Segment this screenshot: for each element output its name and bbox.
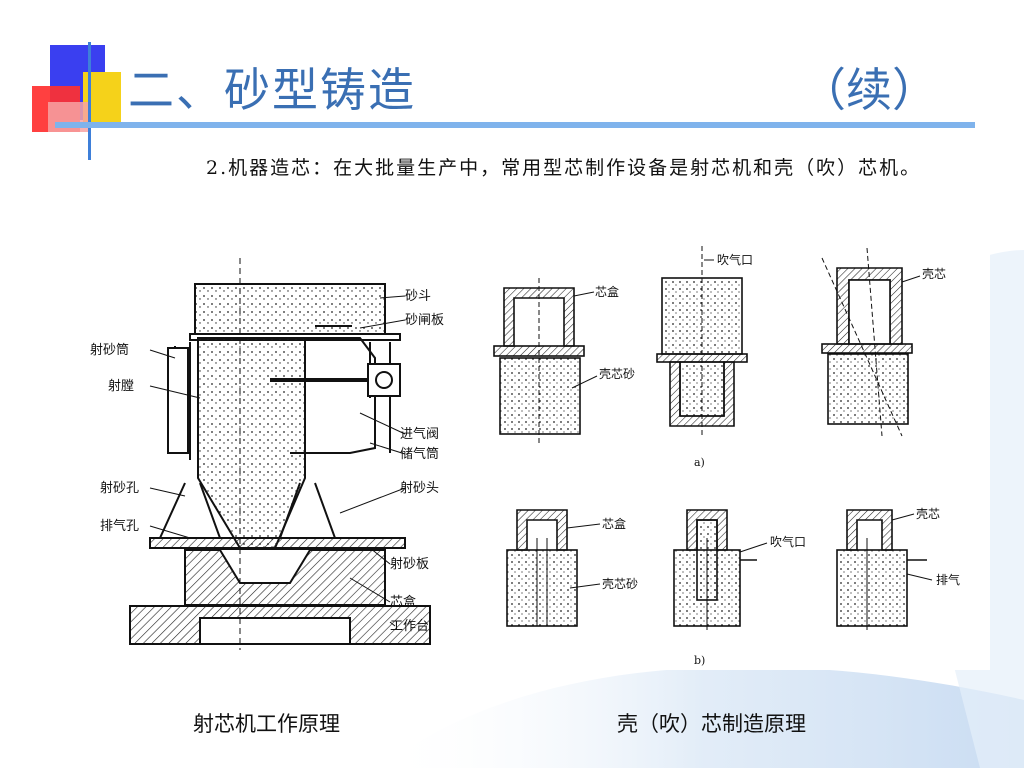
caption-shell-core: 壳（吹）芯制造原理 — [617, 712, 806, 736]
slide-title-suffix: （续） — [800, 63, 938, 117]
label-b-tag: b) — [694, 654, 705, 667]
label-inlet-valve: 进气阀 — [400, 426, 439, 442]
label-a-blow-port: 吹气口 — [717, 252, 753, 267]
label-sand-cylinder: 射砂筒 — [90, 342, 129, 358]
label-b-exhaust: 排气 — [936, 572, 960, 587]
label-a-core-box: 芯盒 — [595, 284, 619, 299]
label-a-shell-core: 壳芯 — [922, 267, 946, 281]
label-reservoir: 储气筒 — [400, 446, 439, 462]
slide-title: 二、砂型铸造 — [128, 63, 416, 117]
label-b-shell-core: 壳芯 — [916, 507, 940, 521]
label-b-shell-sand: 壳芯砂 — [602, 577, 638, 591]
label-vent-hole: 排气孔 — [100, 518, 139, 534]
label-shoot-head: 射砂头 — [400, 480, 439, 496]
label-a-shell-sand: 壳芯砂 — [599, 367, 635, 381]
label-sand-gate: 砂闸板 — [405, 313, 444, 328]
decor-vertical-line — [88, 42, 91, 160]
label-work-table: 工作台 — [390, 619, 429, 634]
caption-core-shooter: 射芯机工作原理 — [193, 712, 340, 736]
label-core-box: 芯盒 — [390, 594, 416, 610]
label-b-core-box: 芯盒 — [602, 516, 626, 531]
label-shot-hole: 射砂孔 — [100, 480, 139, 496]
title-underline — [55, 122, 975, 128]
label-a-tag: a) — [694, 456, 705, 469]
body-paragraph: 2.机器造芯：在大批量生产中，常用型芯制作设备是射芯机和壳（吹）芯机。 — [206, 157, 922, 179]
label-b-blow-port: 吹气口 — [770, 534, 806, 549]
core-shooter-diagram: 砂斗 砂闸板 射砂筒 射膛 进气阀 储气筒 射砂孔 射砂头 排气孔 射砂板 芯盒… — [90, 258, 444, 650]
label-shoot-plate: 射砂板 — [390, 556, 429, 572]
shell-core-diagram: 芯盒 壳芯砂 吹气口 壳芯 a) — [482, 238, 990, 670]
label-sand-hopper: 砂斗 — [405, 289, 431, 304]
label-shooting-chamber: 射膛 — [108, 378, 134, 394]
